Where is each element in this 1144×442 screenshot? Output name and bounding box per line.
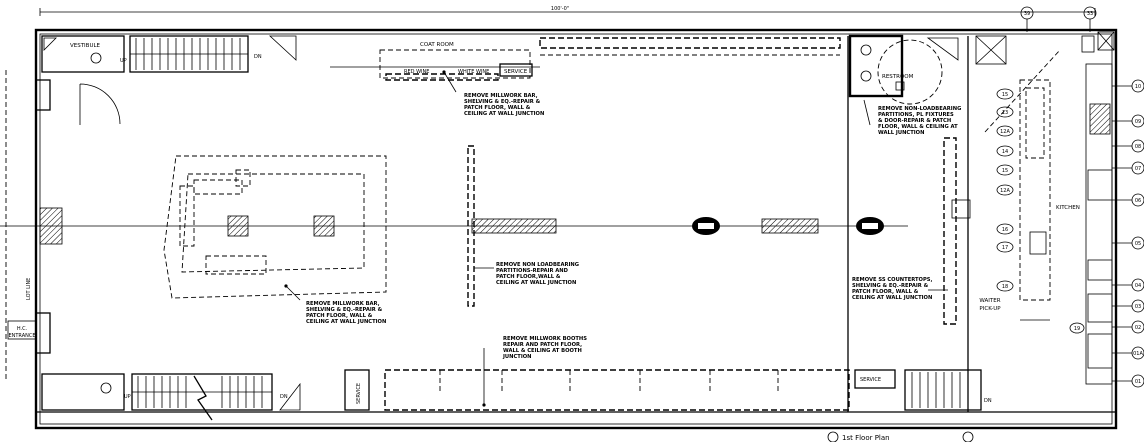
note-ss-countertops: REMOVE SS COUNTERTOPS, SHELVING & EQ.-RE…	[852, 277, 932, 301]
restroom: RESTROOM	[848, 34, 959, 126]
stair-dn-bottom: DN	[280, 394, 288, 400]
overall-dimension: 100'-0"	[39, 6, 1096, 16]
right-equipment	[1081, 31, 1115, 385]
svg-text:SHELVING & EQ.-REPAIR &: SHELVING & EQ.-REPAIR &	[464, 99, 541, 105]
note-millwork-bar-top: REMOVE MILLWORK BAR, SHELVING & EQ.-REPA…	[464, 93, 544, 117]
stair-up-top: UP	[120, 58, 127, 64]
svg-text:REMOVE NON LOADBEARING: REMOVE NON LOADBEARING	[496, 262, 579, 268]
white-wine-label: WHITE WINE	[458, 69, 489, 75]
svg-text:PATCH FLOOR,WALL &: PATCH FLOOR,WALL &	[496, 274, 561, 280]
svg-text:CEILING AT WALL JUNCTION: CEILING AT WALL JUNCTION	[306, 319, 386, 325]
svg-text:REMOVE MILLWORK BOOTHS: REMOVE MILLWORK BOOTHS	[503, 336, 587, 342]
svg-text:CEILING AT WALL JUNCTION: CEILING AT WALL JUNCTION	[464, 111, 544, 117]
right-tag-02: 02	[1135, 325, 1141, 331]
right-tag-06: 06	[1135, 198, 1141, 204]
red-wine-label: RED WINE	[404, 69, 429, 75]
entrance-label: ENTRANCE	[8, 333, 35, 339]
center-partition	[467, 145, 494, 307]
svg-text:PATCH FLOOR, WALL &: PATCH FLOOR, WALL &	[464, 105, 531, 111]
svg-text:CEILING AT WALL JUNCTION: CEILING AT WALL JUNCTION	[496, 280, 576, 286]
grid-bubbles: 39 33	[1020, 6, 1097, 32]
kitchen-area: KITCHEN WAITER PICK-UP	[847, 35, 1080, 412]
right-tag-08: 08	[1135, 144, 1141, 150]
kitchen-tag-12a-b: 12A	[1000, 188, 1010, 194]
svg-text:CEILING AT WALL JUNCTION: CEILING AT WALL JUNCTION	[852, 295, 932, 301]
kitchen-tag-15b: 15	[1002, 168, 1008, 174]
kitchen-tag-16: 16	[1002, 227, 1008, 233]
stair-bottom-left: UP DN	[41, 373, 301, 421]
entrance-doors: H.C. ENTRANCE LOT LINE	[5, 70, 121, 380]
booths	[384, 348, 850, 411]
kitchen-label: KITCHEN	[1056, 205, 1080, 211]
kitchen-tag-12a: 12A	[1000, 129, 1010, 135]
svg-text:PATCH FLOOR, WALL &: PATCH FLOOR, WALL &	[306, 313, 373, 319]
dimension-text: 100'-0"	[551, 6, 569, 12]
svg-text:FLOOR, WALL & CEILING AT: FLOOR, WALL & CEILING AT	[878, 124, 958, 130]
service-bottom-left-label: SERVICE	[356, 383, 362, 404]
right-tag-05: 05	[1135, 241, 1141, 247]
svg-text:PARTITIONS, PL FIXTURES: PARTITIONS, PL FIXTURES	[878, 112, 954, 118]
note-millwork-booths: REMOVE MILLWORK BOOTHS REPAIR AND PATCH …	[502, 336, 587, 360]
coat-room: COAT ROOM RED WINE WHITE WINE SERVICE	[379, 42, 533, 93]
upper-corridor	[330, 37, 841, 68]
coat-room-label: COAT ROOM	[420, 42, 454, 48]
note-center-partitions: REMOVE NON LOADBEARING PARTITIONS-REPAIR…	[496, 262, 579, 286]
vestibule-label: VESTIBULE	[70, 43, 101, 49]
kitchen-tag-14: 14	[1002, 149, 1008, 155]
center-line	[0, 207, 908, 245]
right-tag-03: 03	[1135, 304, 1141, 310]
restroom-label: RESTROOM	[882, 74, 914, 80]
stair-dn-right: DN	[984, 398, 992, 404]
kitchen-tags: 15 13 12A 14 15 12A 16 17 18 19	[996, 88, 1085, 334]
stair-up-bottom: UP	[124, 394, 131, 400]
svg-text:& DOOR-REPAIR & PATCH: & DOOR-REPAIR & PATCH	[878, 118, 951, 124]
kitchen-tag-17: 17	[1002, 245, 1008, 251]
svg-text:JUNCTION: JUNCTION	[502, 354, 532, 360]
hc-label: H.C.	[17, 326, 28, 332]
svg-text:PATCH FLOOR, WALL &: PATCH FLOOR, WALL &	[852, 289, 919, 295]
exterior-walls	[34, 28, 1118, 430]
svg-text:SHELVING & EQ.-REPAIR &: SHELVING & EQ.-REPAIR &	[306, 307, 383, 313]
right-tag-01: 01	[1135, 379, 1141, 385]
grid-bubble-33: 33	[1087, 11, 1093, 17]
note-restroom-partitions: REMOVE NON-LOADBEARING PARTITIONS, PL FI…	[878, 106, 961, 136]
right-tag-09: 09	[1135, 119, 1141, 125]
caption-text: 1st Floor Plan	[842, 434, 890, 442]
drawing-caption: 1st Floor Plan	[827, 431, 974, 442]
service-top-label: SERVICE	[504, 69, 528, 75]
right-tag-10: 10	[1135, 84, 1141, 90]
waiter-label: WAITER	[979, 298, 1000, 304]
svg-text:REMOVE MILLWORK BAR,: REMOVE MILLWORK BAR,	[306, 301, 380, 307]
grid-bubble-39: 39	[1024, 11, 1030, 17]
kitchen-tag-19: 19	[1074, 326, 1080, 332]
service-bottom-right-label: SERVICE	[860, 377, 881, 383]
svg-text:WALL JUNCTION: WALL JUNCTION	[878, 130, 924, 136]
central-bar	[163, 155, 387, 301]
svg-text:REMOVE NON-LOADBEARING: REMOVE NON-LOADBEARING	[878, 106, 961, 112]
service-bottom: SERVICE SERVICE DN	[344, 369, 992, 411]
svg-text:SHELVING & EQ.-REPAIR &: SHELVING & EQ.-REPAIR &	[852, 283, 929, 289]
stair-top-left: DN	[129, 35, 297, 73]
svg-text:WALL & CEILING AT BOOTH: WALL & CEILING AT BOOTH	[503, 348, 582, 354]
right-tag-04: 04	[1135, 283, 1141, 289]
stair-dn-top: DN	[254, 54, 262, 60]
svg-text:REMOVE MILLWORK BAR,: REMOVE MILLWORK BAR,	[464, 93, 538, 99]
right-tags: 10 09 08 07 06 05 04 03 02 01A 01	[1112, 79, 1144, 388]
pickup-label: PICK-UP	[979, 306, 1001, 312]
kitchen-tag-18: 18	[1002, 284, 1008, 290]
right-tag-01a: 01A	[1133, 351, 1143, 357]
kitchen-tag-13: 13	[1002, 110, 1008, 116]
vestibule-area: VESTIBULE UP	[41, 35, 127, 73]
svg-text:PARTITIONS-REPAIR AND: PARTITIONS-REPAIR AND	[496, 268, 569, 274]
lot-line-label: LOT LINE	[26, 278, 32, 300]
svg-text:REMOVE SS COUNTERTOPS,: REMOVE SS COUNTERTOPS,	[852, 277, 932, 283]
note-millwork-bar-center: REMOVE MILLWORK BAR, SHELVING & EQ.-REPA…	[306, 301, 386, 325]
svg-text:REPAIR AND PATCH FLOOR,: REPAIR AND PATCH FLOOR,	[503, 342, 582, 348]
kitchen-tag-15a: 15	[1002, 92, 1008, 98]
right-tag-07: 07	[1135, 166, 1141, 172]
